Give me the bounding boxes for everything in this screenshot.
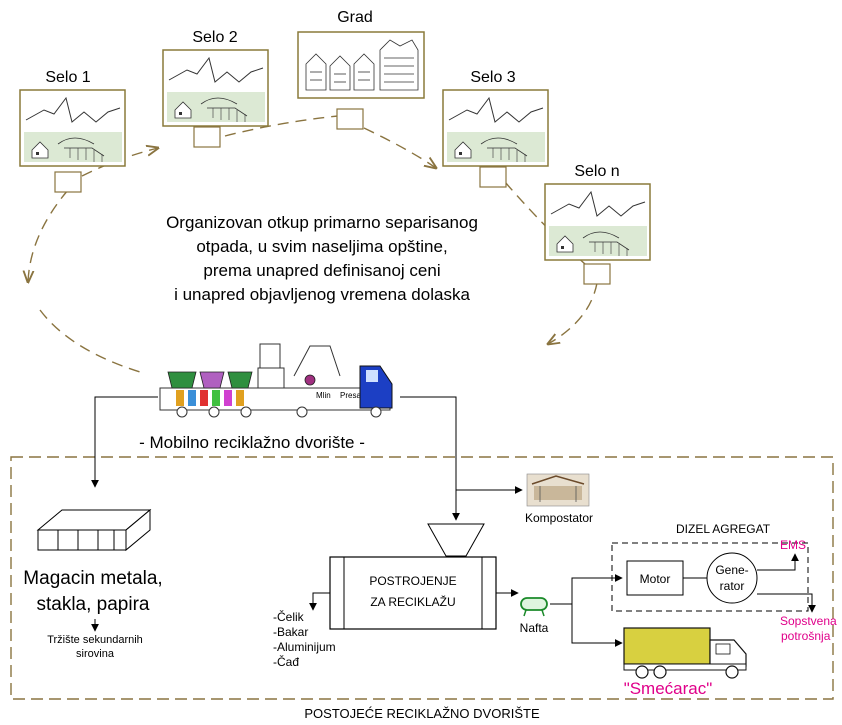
description-line: Organizovan otkup primarno separisanog [166,213,478,232]
grad-label: Grad [337,9,373,26]
mlin-label: Mlin [316,391,331,400]
hopper-icon [427,523,485,557]
collection-point-icon [583,263,611,285]
collection-point-icon [336,108,364,130]
village-selo3: Selo 3 [442,69,549,188]
description-line: otpada, u svim naseljima opštine, [196,237,447,256]
product-item: -Aluminijum [273,640,336,654]
selo3-label: Selo 3 [470,69,515,86]
truck-flow-arrows [91,396,523,521]
smecarac-truck: "Smećarac" [623,627,747,698]
collection-point-icon [193,126,221,148]
nafta-label: Nafta [520,621,549,635]
dizel-agregat-label: DIZEL AGREGAT [676,522,771,536]
plant-label: POSTROJENJE [369,574,456,588]
own-consumption-label: potrošnja [781,629,831,643]
diesel-generator-unit: DIZEL AGREGAT Motor Gene- rator EMS Sops… [611,522,837,643]
collection-point-icon [479,166,507,188]
plant-label: ZA RECIKLAŽU [370,594,455,609]
ems-label: EMS [780,538,806,552]
plant-outputs [309,589,519,611]
nafta-tank: Nafta [520,597,549,635]
city-buildings-icon [305,39,419,91]
selo1-label: Selo 1 [45,69,90,86]
market-label: Tržište sekundarnih [47,634,143,646]
smecarac-label: "Smećarac" [624,679,713,698]
recycling-plant: POSTROJENJE ZA RECIKLAŽU [329,523,497,630]
market-label: sirovina [76,648,115,660]
generator-label: rator [720,579,745,593]
description-line: prema unapred definisanoj ceni [203,261,440,280]
tank-icon [520,597,548,611]
existing-yard-boundary [10,456,834,700]
description-line: i unapred objavljenog vremena dolaska [174,285,470,304]
product-list: -Čelik -Bakar -Aluminijum -Čađ [273,609,336,669]
product-item: -Čađ [273,654,299,669]
collection-description: Organizovan otkup primarno separisanog o… [166,213,478,304]
collection-point-icon [54,171,82,193]
presa-label: Presa [340,391,361,400]
warehouse-label: Magacin metala, [23,568,162,589]
warehouse-icon [36,508,152,552]
product-item: -Bakar [273,625,308,639]
kompostator: Kompostator [525,473,593,525]
village-grad: Grad [297,9,425,130]
motor-label: Motor [640,572,671,586]
motor-box [626,560,684,596]
village-selo2: Selo 2 [162,29,269,148]
village-selon: Selo n [544,163,651,285]
warehouse: Magacin metala, stakla, papira Tržište s… [23,508,163,660]
product-item: -Čelik [273,609,305,624]
mobile-yard-label: - Mobilno reciklažno dvorište - [139,433,365,452]
generator-label: Gene- [715,563,748,577]
warehouse-label: stakla, papira [36,594,149,615]
fuel-flow-arrows [550,574,623,647]
selo2-label: Selo 2 [192,29,237,46]
kompostator-label: Kompostator [525,511,593,525]
village-selo1: Selo 1 [19,69,126,193]
generator-circle [706,552,758,604]
own-consumption-label: Sopstvena [780,614,837,628]
selon-label: Selo n [574,163,619,180]
mobile-recycling-truck: Mlin Presa - Mobilno reciklažno dvorište… [139,343,393,452]
footer-caption: POSTOJEĆE RECIKLAŽNO DVORIŠTE [304,706,540,721]
